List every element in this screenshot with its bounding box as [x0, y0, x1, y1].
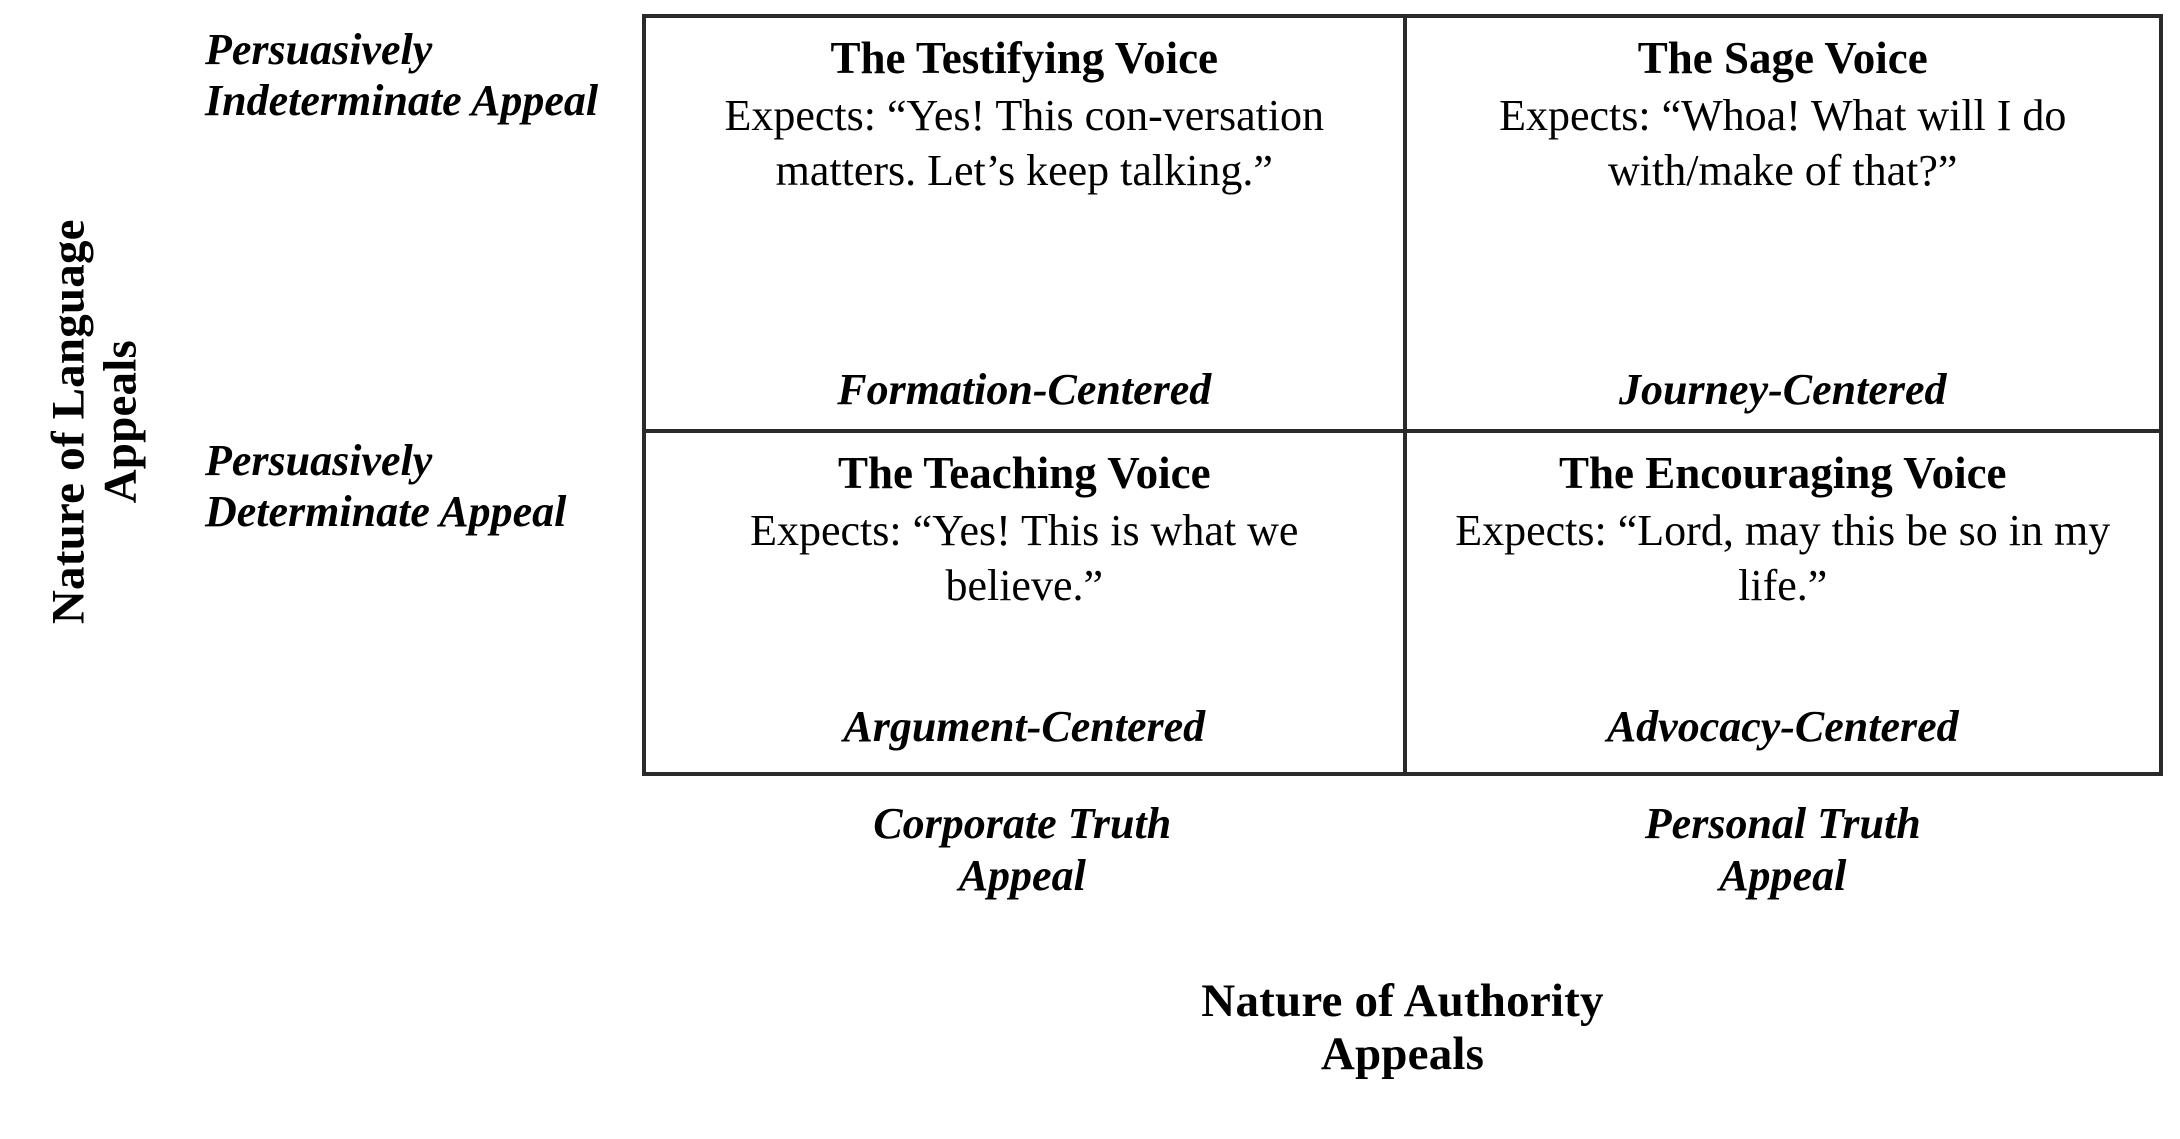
- x-axis-title-line1: Nature of Authority: [1201, 975, 1604, 1027]
- row-label-persuasively-indeterminate: Persuasively Indeterminate Appeal: [205, 25, 599, 126]
- quadrant-encouraging-voice: The Encouraging Voice Expects: “Lord, ma…: [1402, 429, 2159, 772]
- quadrant-title: The Sage Voice: [1637, 33, 1928, 83]
- quadrant-title: The Testifying Voice: [830, 33, 1219, 83]
- quadrant-title: The Encouraging Voice: [1558, 448, 2007, 498]
- quadrant-expects: Expects: “Whoa! What will I do with/make…: [1499, 90, 2067, 195]
- quadrant-teaching-voice: The Teaching Voice Expects: “Yes! This i…: [646, 429, 1403, 772]
- quadrant-sage-voice: The Sage Voice Expects: “Whoa! What will…: [1402, 18, 2160, 429]
- column-label-line1: Personal Truth: [1644, 799, 1921, 848]
- quadrant-kind: Journey-Centered: [1618, 365, 1947, 414]
- quadrant-title: The Teaching Voice: [837, 448, 1211, 498]
- y-axis-title-line2: Appeals: [94, 340, 146, 504]
- quadrant-kind: Advocacy-Centered: [1606, 702, 1959, 751]
- quadrant-kind: Argument-Centered: [843, 702, 1206, 751]
- y-axis-title: Nature of Language Appeals: [42, 72, 146, 772]
- column-label-corporate-truth-appeal: Corporate Truth Appeal: [642, 798, 1403, 902]
- quadrant-expects: Expects: “Yes! This con-versation matter…: [724, 90, 1325, 195]
- column-label-line1: Corporate Truth: [873, 799, 1172, 848]
- matrix-grid: The Testifying Voice Expects: “Yes! This…: [642, 14, 2163, 776]
- quadrant-kind: Formation-Centered: [837, 365, 1212, 414]
- column-labels: Corporate Truth Appeal Personal Truth Ap…: [642, 798, 2163, 902]
- y-axis-title-line1: Nature of Language: [42, 219, 95, 625]
- x-axis-title-line2: Appeals: [1320, 1027, 1485, 1080]
- quadrant-expects: Expects: “Lord, may this be so in my lif…: [1455, 505, 2111, 610]
- quadrant-expects: Expects: “Yes! This is what we believe.”: [750, 505, 1299, 610]
- column-label-line2: Appeal: [1719, 850, 1847, 900]
- quadrant-testifying-voice: The Testifying Voice Expects: “Yes! This…: [646, 18, 1403, 429]
- row-label-persuasively-determinate: Persuasively Determinate Appeal: [205, 436, 567, 537]
- column-label-line2: Appeal: [958, 850, 1086, 900]
- x-axis-title: Nature of Authority Appeals: [642, 975, 2163, 1080]
- column-label-personal-truth-appeal: Personal Truth Appeal: [1403, 798, 2164, 902]
